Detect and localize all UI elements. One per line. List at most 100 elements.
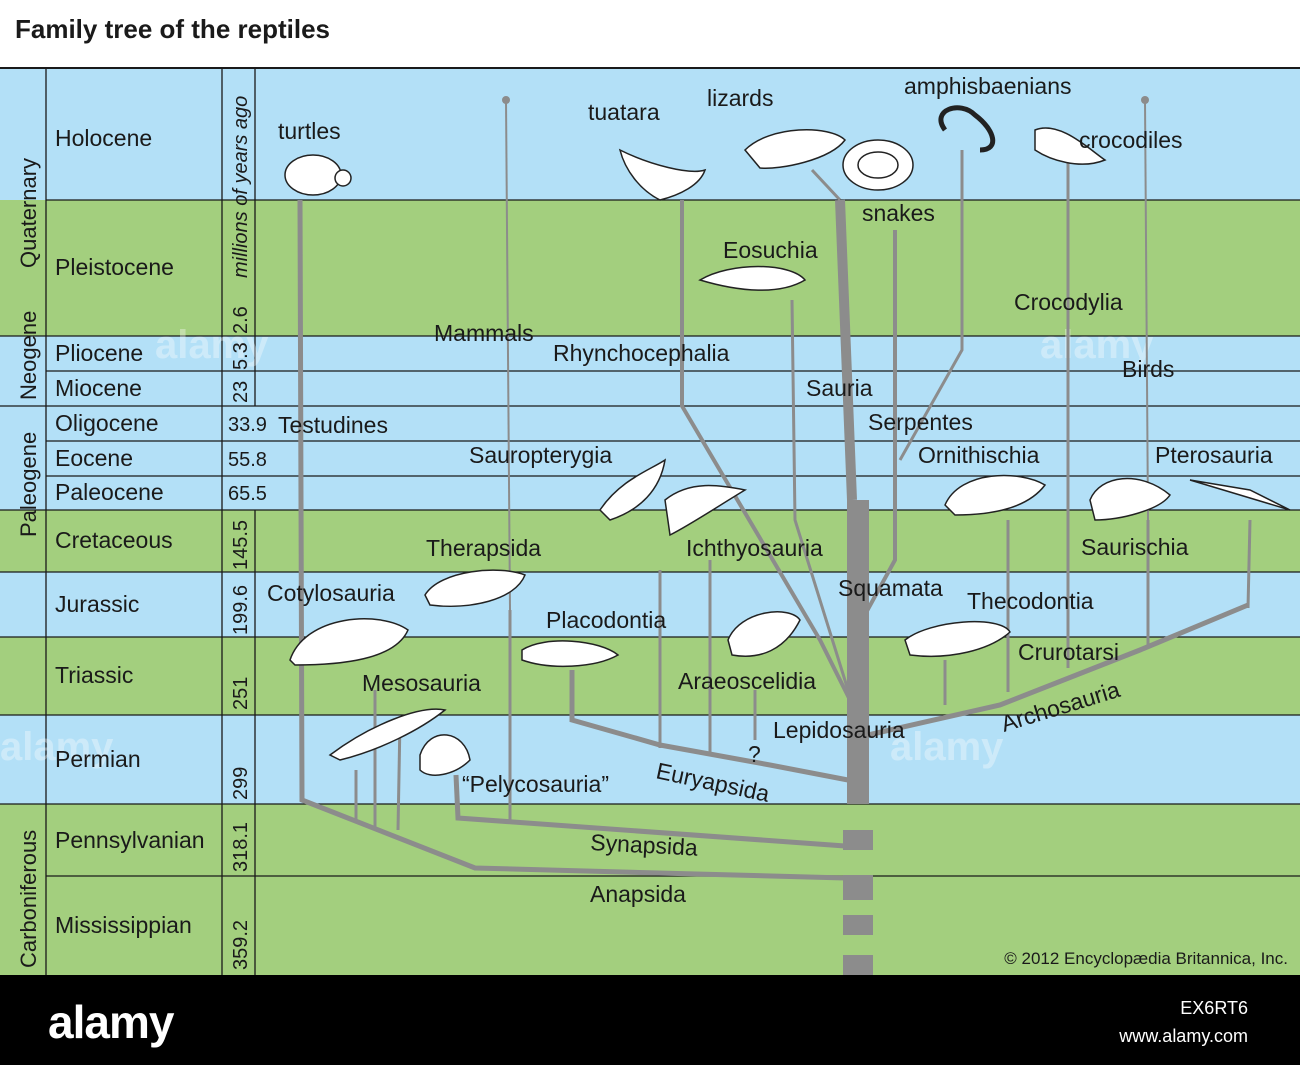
epoch-bands (0, 68, 1300, 975)
label-crurotarsi: Crurotarsi (1018, 639, 1119, 665)
epoch-mississippian: Mississippian (55, 912, 192, 938)
label-synapsida: Synapsida (590, 829, 699, 861)
snakes-branch (860, 230, 897, 621)
archosauria-branch (867, 602, 1249, 738)
watermark-overlay: alamy alamy alamy alamy (0, 323, 1154, 769)
lizards-branch (810, 168, 842, 202)
label-ornithischia: Ornithischia (918, 442, 1040, 468)
label-sauria: Sauria (806, 375, 873, 401)
label-testudines: Testudines (278, 412, 388, 438)
label-question: ? (748, 741, 761, 767)
amphisbaenian-illustration (938, 105, 996, 153)
label-pelycosauria: “Pelycosauria” (462, 771, 609, 797)
amphisbaenian-branch (898, 150, 964, 461)
mya-145-5: 145.5 (230, 520, 252, 570)
label-rhynchocephalia: Rhynchocephalia (553, 340, 730, 366)
eosuchia-illustration (698, 265, 807, 291)
epoch-pliocene: Pliocene (55, 340, 143, 366)
band-pleistocene (0, 200, 1300, 336)
mya-column: millions of years ago 2.6 5.3 23 33.9 55… (228, 96, 267, 970)
label-anapsida: Anapsida (590, 881, 686, 907)
band-pliocene (0, 336, 1300, 371)
svg-text:alamy: alamy (155, 323, 269, 367)
label-pterosauria: Pterosauria (1155, 442, 1273, 468)
label-therapsida: Therapsida (426, 535, 541, 561)
grid-lines (0, 67, 1300, 975)
mya-318-1: 318.1 (230, 822, 252, 872)
araeoscelid-illustration (727, 611, 801, 657)
label-turtles: turtles (278, 118, 341, 144)
svg-text:alamy: alamy (0, 725, 114, 769)
placodont-illustration (521, 640, 620, 668)
period-carboniferous: Carboniferous (16, 830, 41, 968)
mya-55-8: 55.8 (228, 449, 267, 471)
label-squamata: Squamata (838, 575, 943, 601)
mya-axis-label: millions of years ago (230, 96, 252, 278)
tree-branches (297, 99, 1252, 975)
mya-251: 251 (230, 677, 252, 710)
thecodont-illustration (904, 620, 1011, 658)
label-snakes: snakes (862, 200, 935, 226)
period-quaternary: Quaternary (16, 158, 41, 268)
mya-2-6: 2.6 (230, 306, 252, 334)
mya-359-2: 359.2 (230, 920, 252, 970)
epoch-pennsylvanian: Pennsylvanian (55, 827, 205, 853)
tuatara-illustration (618, 148, 707, 201)
epoch-jurassic: Jurassic (55, 591, 139, 617)
band-cretaceous (0, 510, 1300, 572)
label-mesosauria: Mesosauria (362, 670, 481, 696)
mya-65-5: 65.5 (228, 483, 267, 505)
saurischia-illustration (1089, 477, 1171, 521)
snake-coil-illustration (842, 139, 914, 191)
epoch-miocene: Miocene (55, 375, 142, 401)
mya-299: 299 (230, 767, 252, 800)
label-birds: Birds (1122, 356, 1174, 382)
mya-23: 23 (230, 381, 252, 403)
sauropterygia-illustration (599, 458, 667, 521)
pelycosaur-illustration (419, 734, 471, 776)
animal-illustrations (284, 105, 1291, 776)
svg-text:alamy: alamy (890, 725, 1004, 769)
mammals-endpoint (502, 96, 510, 104)
turtle-illustration (284, 154, 352, 196)
epoch-cretaceous: Cretaceous (55, 527, 173, 553)
svg-text:alamy: alamy (1040, 323, 1154, 367)
epoch-triassic: Triassic (55, 662, 133, 688)
page-title: Family tree of the reptiles (15, 14, 330, 44)
mya-33-9: 33.9 (228, 414, 267, 436)
eosuchia-branch (790, 299, 850, 691)
label-saurischia: Saurischia (1081, 534, 1189, 560)
band-permian (0, 715, 1300, 804)
pterosaur-illustration (1189, 479, 1291, 511)
mya-199-6: 199.6 (230, 585, 252, 635)
label-tuatara: tuatara (588, 99, 660, 125)
period-neogene: Neogene (16, 311, 41, 400)
anapsida-branch (297, 199, 846, 881)
band-miocene (0, 371, 1300, 406)
label-eosuchia: Eosuchia (723, 237, 818, 263)
band-pennsylvanian (0, 804, 1300, 876)
site-url: www.alamy.com (1119, 1026, 1248, 1046)
label-placodontia: Placodontia (546, 607, 666, 633)
image-id: EX6RT6 (1180, 998, 1248, 1018)
band-mississippian (0, 876, 1300, 975)
watermark-footer (0, 975, 1300, 1065)
alamy-logo: alamy (48, 996, 174, 1048)
epoch-labels: Holocene Pleistocene Pliocene Miocene Ol… (55, 125, 205, 938)
label-lepidosauria: Lepidosauria (773, 717, 905, 743)
birds-endpoint (1141, 96, 1149, 104)
main-trunk-upper (835, 199, 857, 501)
label-crocodylia: Crocodylia (1014, 289, 1123, 315)
lizard-illustration (743, 129, 846, 169)
band-triassic (0, 637, 1300, 715)
rhynchocephalia-branch (680, 200, 852, 701)
label-mammals: Mammals (434, 320, 534, 346)
period-paleogene: Paleogene (16, 432, 41, 537)
label-sauropterygia: Sauropterygia (469, 442, 612, 468)
triceratops-illustration (944, 474, 1047, 516)
epoch-eocene: Eocene (55, 445, 133, 471)
label-amphisbaenians: amphisbaenians (904, 73, 1072, 99)
epoch-permian: Permian (55, 746, 141, 772)
mya-5-3: 5.3 (230, 342, 252, 370)
label-cotylosauria: Cotylosauria (267, 580, 395, 606)
